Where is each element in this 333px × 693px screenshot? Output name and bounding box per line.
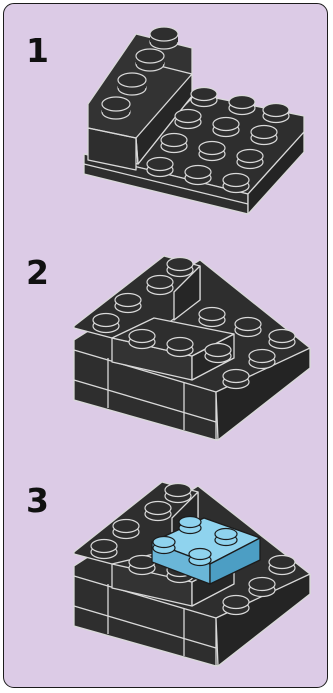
step-3: 3: [4, 456, 327, 682]
step-2: 2: [4, 230, 327, 456]
brick-assembly-step-1-icon: [4, 4, 328, 230]
instruction-panel: 1: [3, 3, 328, 688]
step-1: 1: [4, 4, 327, 230]
brick-assembly-step-2-icon: [4, 230, 328, 456]
brick-assembly-step-3-icon: [4, 456, 328, 682]
